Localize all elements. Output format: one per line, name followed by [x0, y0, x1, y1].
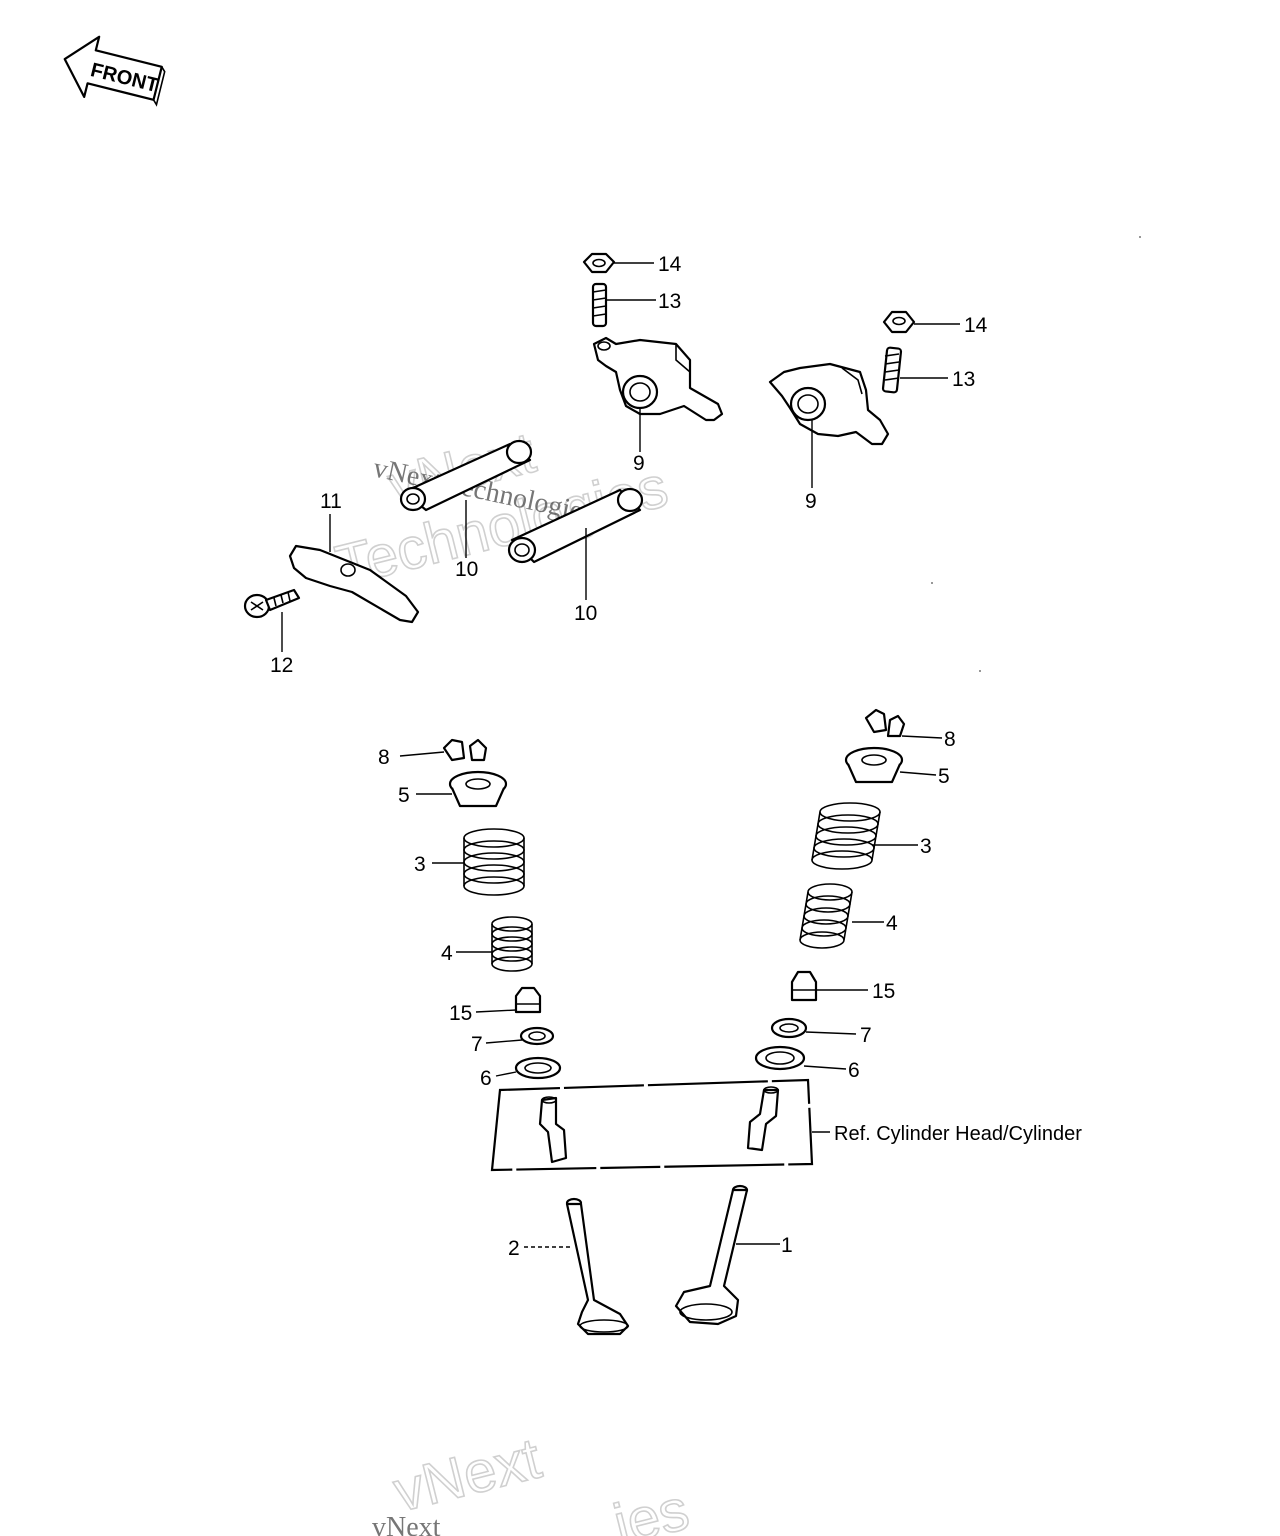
leader-lines — [281, 262, 960, 1248]
watermark-bottom: vNext vNext ies — [372, 1425, 696, 1536]
callout-8-left: 8 — [378, 746, 390, 769]
callout-8-right: 8 — [944, 728, 956, 751]
callout-9-left: 9 — [633, 452, 645, 475]
spring-seat-right — [770, 1017, 808, 1039]
callout-3-left: 3 — [414, 853, 426, 876]
rocker-arm-right — [768, 362, 890, 446]
nut-left — [582, 252, 616, 274]
callout-4-right: 4 — [886, 912, 898, 935]
callout-10-upper: 10 — [455, 558, 478, 581]
watermark-bottom1: vNext — [387, 1426, 547, 1525]
reference-label: Ref. Cylinder Head/Cylinder — [834, 1123, 1082, 1145]
callout-6-left: 6 — [480, 1067, 492, 1090]
callout-1: 1 — [781, 1234, 793, 1257]
callout-10-lower: 10 — [574, 602, 597, 625]
callout-5-right: 5 — [938, 765, 950, 788]
screw — [243, 588, 301, 619]
rocker-shaft-upper — [399, 439, 533, 512]
cylinder-head-reference-box — [490, 1078, 814, 1172]
stopper-plate — [288, 544, 420, 624]
callout-13-right: 13 — [952, 368, 975, 391]
callout-6-right: 6 — [848, 1059, 860, 1082]
stud-left — [591, 282, 608, 328]
washer-right — [754, 1045, 806, 1071]
callout-12: 12 — [270, 654, 293, 677]
cotter-right — [864, 708, 906, 738]
washer-left — [514, 1056, 562, 1080]
callout-2: 2 — [508, 1237, 520, 1260]
callout-15-right: 15 — [872, 980, 895, 1003]
rocker-arm-left — [592, 336, 724, 422]
retainer-left — [448, 770, 508, 808]
callout-4-left: 4 — [441, 942, 453, 965]
stem-seal-right — [790, 970, 818, 1002]
outer-spring-left — [463, 828, 525, 896]
callout-7-right: 7 — [860, 1024, 872, 1047]
callout-5-left: 5 — [398, 784, 410, 807]
callout-15-left: 15 — [449, 1002, 472, 1025]
outer-spring-right — [811, 802, 881, 870]
nut-right — [882, 310, 916, 334]
callout-7-left: 7 — [471, 1033, 483, 1056]
callout-14-right: 14 — [964, 314, 988, 337]
inner-spring-left — [491, 916, 533, 972]
cotter-left — [442, 738, 488, 762]
callout-11: 11 — [320, 490, 342, 513]
valve-inlet — [565, 1197, 630, 1336]
valve-exhaust — [674, 1184, 749, 1326]
inner-spring-right — [799, 883, 853, 949]
watermark-bottom2: vNext — [372, 1512, 441, 1536]
callout-13-left: 13 — [658, 290, 681, 313]
callout-14-left: 14 — [658, 253, 682, 276]
rocker-shaft-lower — [507, 487, 644, 564]
stud-right — [881, 346, 903, 394]
watermark-bottom3: ies — [607, 1477, 695, 1536]
front-arrow-icon: FRONT — [63, 35, 166, 107]
retainer-right — [844, 746, 904, 784]
stem-seal-left — [514, 986, 542, 1014]
callout-9-right: 9 — [805, 490, 817, 513]
scan-specks — [931, 236, 1141, 672]
callout-3-right: 3 — [920, 835, 932, 858]
spring-seat-left — [519, 1026, 555, 1046]
